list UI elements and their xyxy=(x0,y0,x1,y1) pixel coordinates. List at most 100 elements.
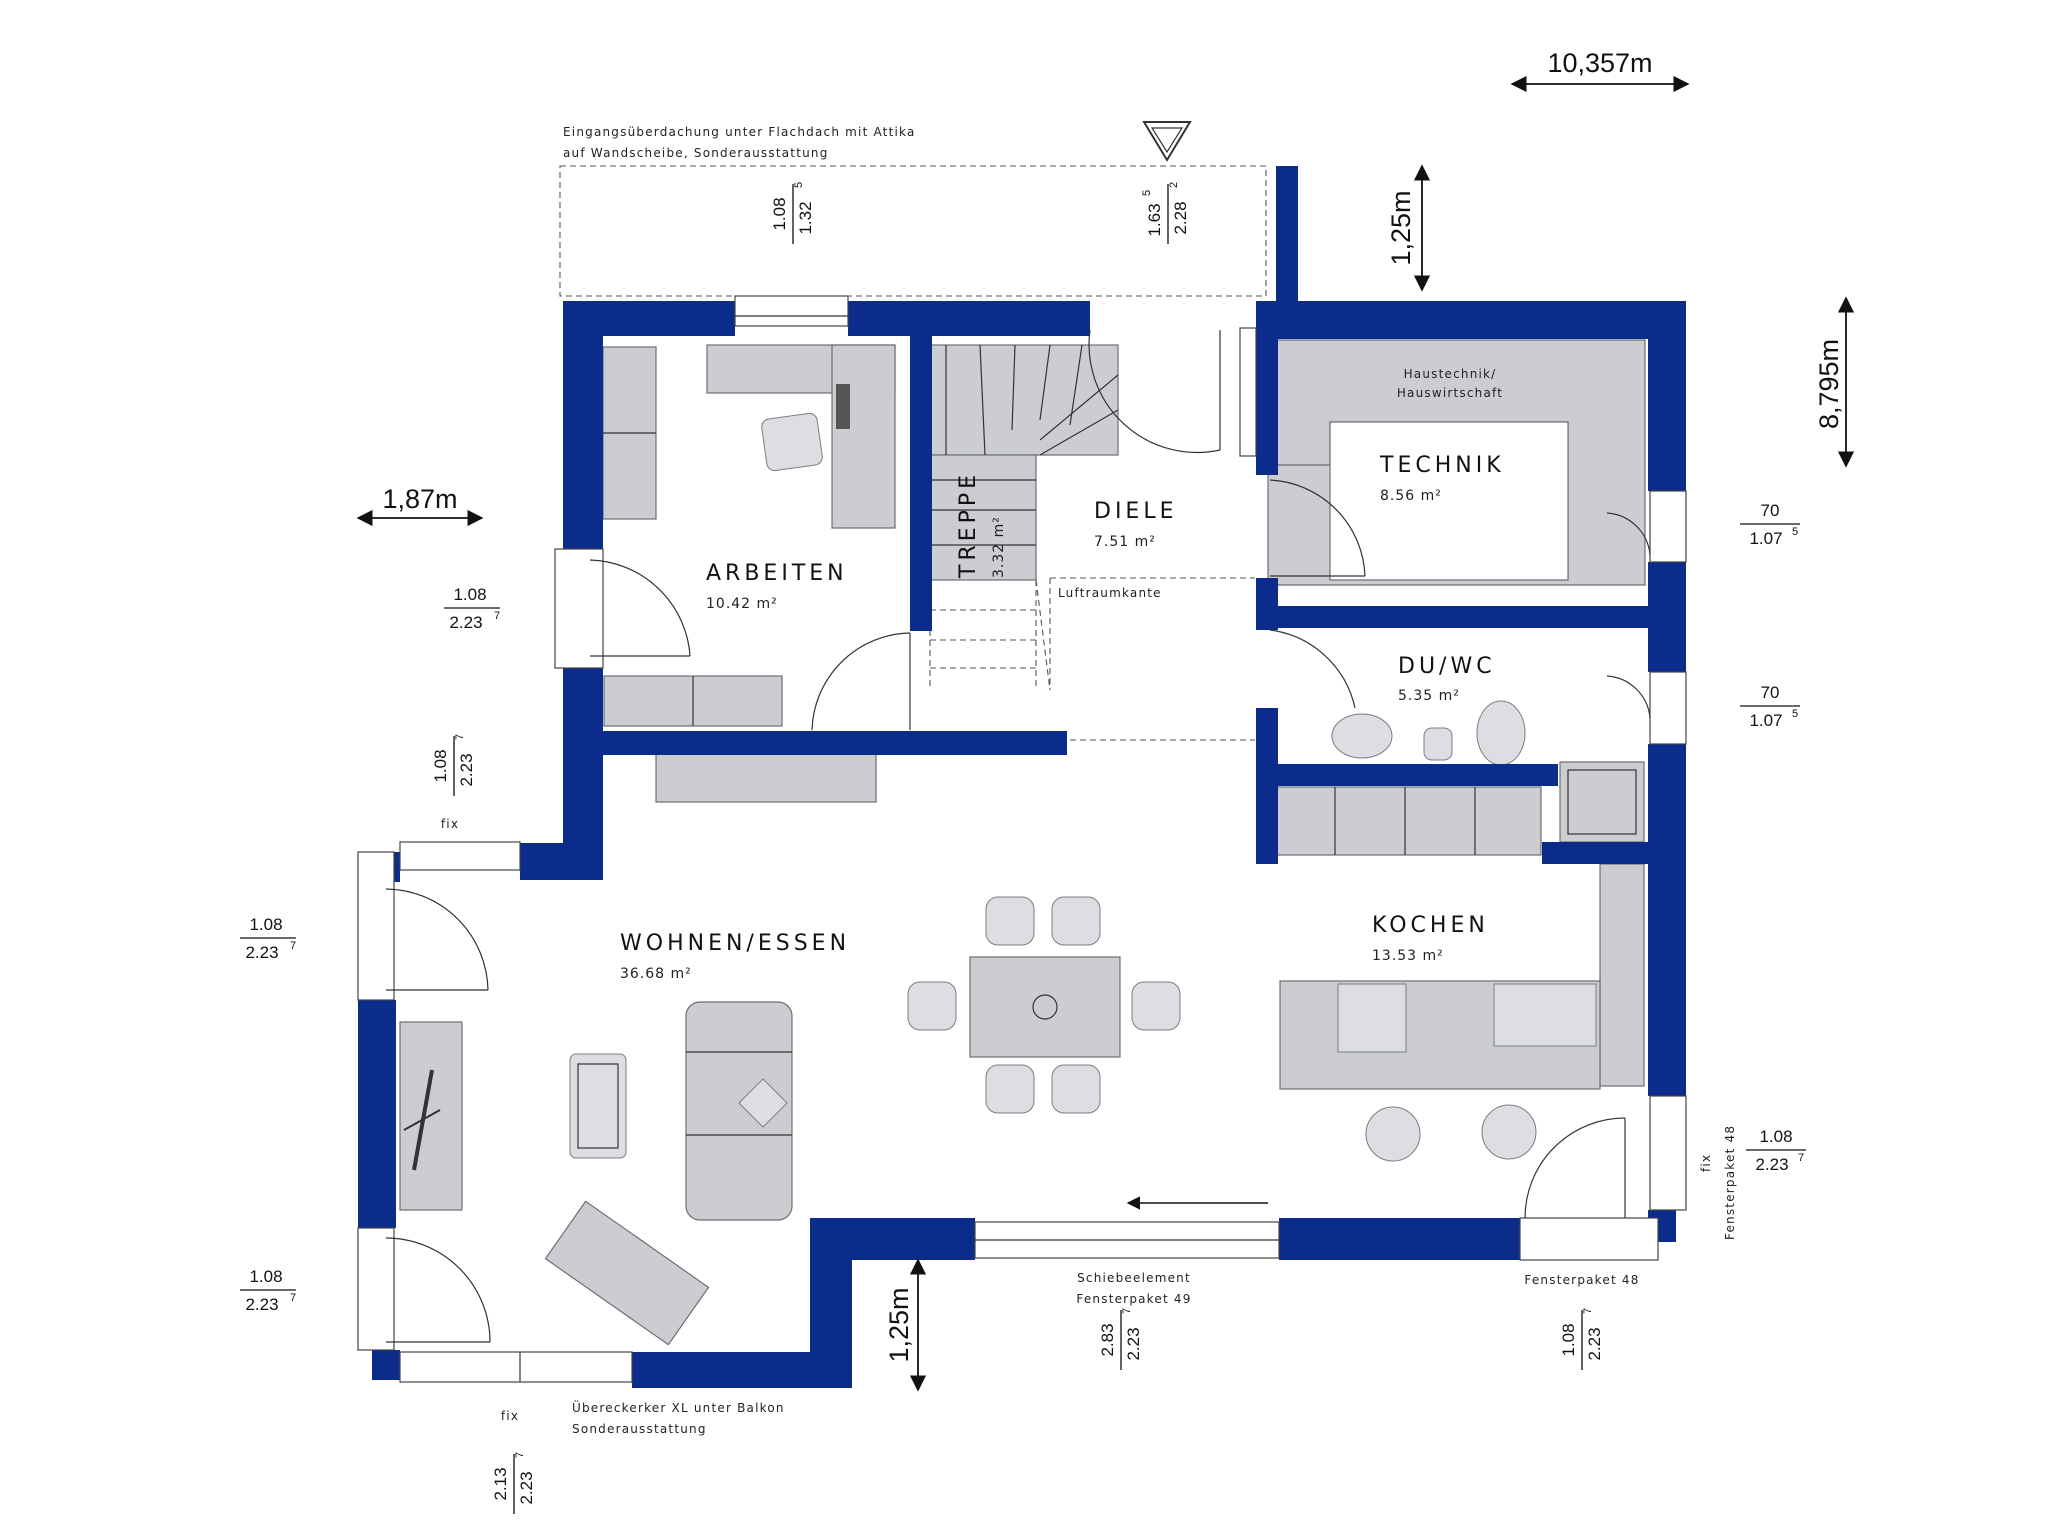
kitchen-tall-cabinet xyxy=(1599,863,1645,1087)
opening-bot3: 1.08 2.23 7 xyxy=(1559,1308,1604,1370)
opening-eing1: 1.08 1.32 5 xyxy=(770,182,815,244)
cushion xyxy=(738,1078,788,1128)
opening-right1: 70 1.07 5 xyxy=(1740,501,1800,548)
room-name-arbeiten: ARBEITEN xyxy=(706,561,848,586)
fix-label-bottom: fix xyxy=(501,1409,519,1423)
room-area-treppe: 3.32 m² xyxy=(991,516,1007,578)
svg-text:2.23: 2.23 xyxy=(245,1295,278,1314)
coffee-table xyxy=(569,1053,627,1159)
bar-stool-1 xyxy=(1365,1106,1421,1162)
svg-text:1.08: 1.08 xyxy=(249,1267,282,1286)
dim-width-total: 10,357m xyxy=(1547,48,1652,78)
dining-chair xyxy=(1051,896,1101,946)
svg-text:2.23: 2.23 xyxy=(457,753,476,786)
walls xyxy=(358,166,1686,1388)
svg-text:70: 70 xyxy=(1761,501,1780,520)
room-area-arbeiten: 10.42 m² xyxy=(706,596,778,612)
svg-text:2.83: 2.83 xyxy=(1098,1323,1117,1356)
svg-text:2.23: 2.23 xyxy=(245,943,278,962)
room-area-technik: 8.56 m² xyxy=(1380,488,1442,504)
dining-chair xyxy=(1131,981,1181,1031)
washbasin xyxy=(1331,713,1393,759)
dining-table xyxy=(969,956,1121,1058)
svg-text:7: 7 xyxy=(290,940,296,952)
svg-text:2.23: 2.23 xyxy=(449,613,482,632)
room-name-kochen: KOCHEN xyxy=(1372,913,1489,938)
dining-chair xyxy=(985,1064,1035,1114)
room-name-technik: TECHNIK xyxy=(1379,453,1505,478)
bidet xyxy=(1423,727,1453,761)
svg-text:5: 5 xyxy=(1792,526,1798,538)
opening-left3: 1.08 2.23 7 xyxy=(240,915,296,962)
svg-text:1.32: 1.32 xyxy=(796,201,815,234)
svg-text:70: 70 xyxy=(1761,683,1780,702)
svg-text:7: 7 xyxy=(494,610,500,622)
svg-text:5: 5 xyxy=(793,182,805,188)
entrance-canopy xyxy=(559,165,1267,297)
svg-text:1.08: 1.08 xyxy=(1759,1127,1792,1146)
svg-text:7: 7 xyxy=(1121,1308,1133,1314)
svg-text:2.23: 2.23 xyxy=(1585,1327,1604,1360)
svg-text:1.08: 1.08 xyxy=(770,197,789,230)
opening-eing2: 1.63 5 2.28 2 xyxy=(1141,182,1190,244)
fix-label-right: fix xyxy=(1699,1154,1713,1172)
staircase xyxy=(929,344,1119,691)
svg-text:1.63: 1.63 xyxy=(1145,203,1164,236)
fix-label-top: fix xyxy=(441,817,459,831)
sofa xyxy=(685,1001,793,1221)
desk-return xyxy=(831,344,896,529)
dining-chair xyxy=(1051,1064,1101,1114)
entrance-note-2: auf Wandscheibe, Sonderausstattung xyxy=(563,146,829,160)
opening-bot2: 2.83 2.23 7 xyxy=(1098,1308,1143,1370)
opening-left2: 1.08 2.23 7 xyxy=(431,734,476,796)
svg-text:2.13: 2.13 xyxy=(491,1467,510,1500)
opening-right3: 1.08 2.23 7 xyxy=(1746,1127,1806,1174)
svg-text:5: 5 xyxy=(1792,708,1798,720)
sideboard-living xyxy=(655,746,877,803)
windows xyxy=(399,295,1687,1383)
technik-sub2: Hauswirtschaft xyxy=(1397,386,1503,400)
svg-text:2: 2 xyxy=(1168,182,1180,188)
erker-note-1: Übereckerker XL unter Balkon xyxy=(572,1399,785,1415)
dining-chair xyxy=(985,896,1035,946)
keyboard xyxy=(836,384,850,429)
shower-tray xyxy=(1559,761,1645,843)
opening-left4: 1.08 2.23 7 xyxy=(240,1267,296,1314)
chaise-longue xyxy=(544,1200,710,1346)
svg-text:1.08: 1.08 xyxy=(1559,1323,1578,1356)
room-name-treppe: TREPPE xyxy=(956,471,981,579)
room-area-duwc: 5.35 m² xyxy=(1398,688,1460,704)
dim-depth-total: 8,795m xyxy=(1814,339,1844,429)
svg-text:5: 5 xyxy=(1141,190,1153,196)
svg-text:7: 7 xyxy=(454,734,466,740)
room-area-wohnen: 36.68 m² xyxy=(620,966,692,982)
fensterpaket-49-label: Fensterpaket 49 xyxy=(1076,1292,1191,1306)
opening-right2: 70 1.07 5 xyxy=(1740,683,1800,730)
office-chair xyxy=(761,412,823,472)
cooktop xyxy=(1337,983,1407,1053)
fensterpaket-48-bottom-label: Fensterpaket 48 xyxy=(1524,1273,1639,1287)
room-area-diele: 7.51 m² xyxy=(1094,534,1156,550)
dining-chair xyxy=(907,981,957,1031)
svg-text:7: 7 xyxy=(1798,1152,1804,1164)
room-name-diele: DIELE xyxy=(1094,499,1178,524)
dim-bottom-offset: 1,25m xyxy=(884,1287,914,1362)
erker-note-2: Sonderausstattung xyxy=(572,1422,707,1436)
fensterpaket-48-side-label: Fensterpaket 48 xyxy=(1723,1125,1737,1240)
kitchen-cabinets-top xyxy=(1267,786,1542,856)
svg-text:1.07: 1.07 xyxy=(1749,529,1782,548)
table-centre-icon xyxy=(1032,994,1058,1020)
schiebeelement-label: Schiebeelement xyxy=(1077,1271,1191,1285)
room-name-duwc: DU/WC xyxy=(1398,654,1496,679)
svg-text:2.23: 2.23 xyxy=(1124,1327,1143,1360)
sink xyxy=(1493,983,1597,1047)
room-name-wohnen: WOHNEN/ESSEN xyxy=(620,931,850,956)
dim-top-offset: 1,25m xyxy=(1386,190,1416,265)
svg-text:2.23: 2.23 xyxy=(517,1471,536,1504)
entrance-note-1: Eingangsüberdachung unter Flachdach mit … xyxy=(563,125,916,139)
technik-counter xyxy=(1267,339,1646,586)
entrance-marker-icon xyxy=(1142,121,1192,162)
svg-text:7: 7 xyxy=(290,1292,296,1304)
opening-bot1: 2.13 2.23 7 xyxy=(491,1452,536,1514)
